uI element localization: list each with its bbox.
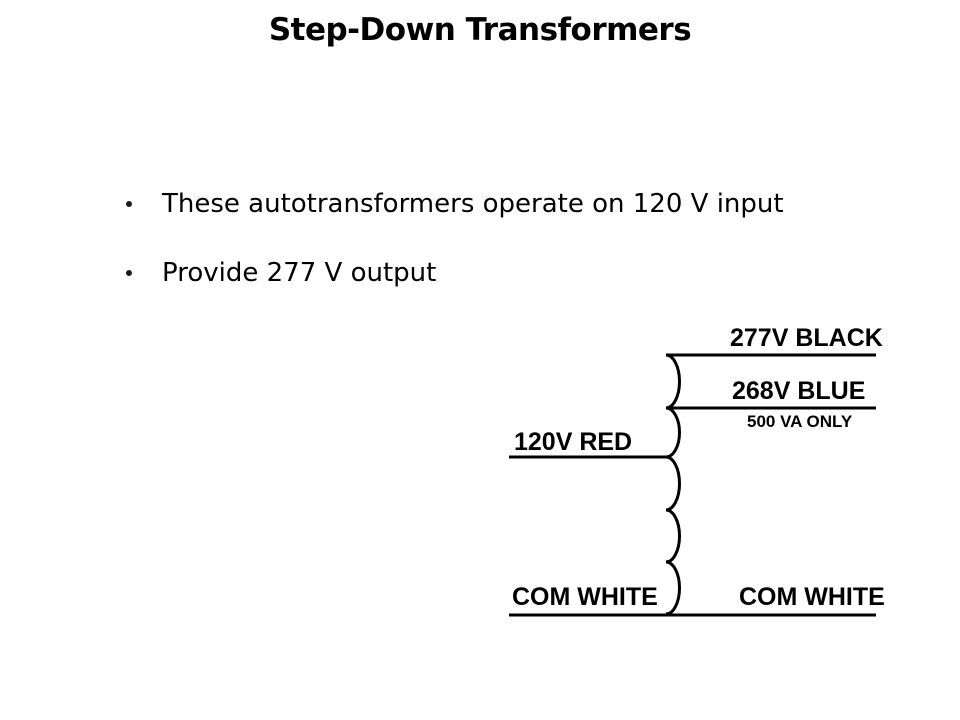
list-item: These autotransformers operate on 120 V … (120, 188, 820, 220)
label-277v-black: 277V BLACK (730, 324, 883, 352)
coil-winding (665, 353, 681, 616)
label-120v-red: 120V RED (514, 428, 633, 456)
label-com-white-right: COM WHITE (739, 583, 885, 611)
bullet-text: Provide 277 V output (162, 258, 437, 288)
label-com-white-left: COM WHITE (512, 583, 658, 611)
bullet-text: These autotransformers operate on 120 V … (162, 189, 784, 219)
list-item: Provide 277 V output (120, 257, 820, 289)
label-268v-blue: 268V BLUE (732, 377, 866, 405)
bullet-icon (126, 270, 132, 276)
page-title: Step-Down Transformers (268, 12, 692, 48)
label-500va-only: 500 VA ONLY (747, 412, 853, 431)
bullet-list: These autotransformers operate on 120 V … (120, 188, 820, 326)
bullet-icon (126, 201, 132, 207)
